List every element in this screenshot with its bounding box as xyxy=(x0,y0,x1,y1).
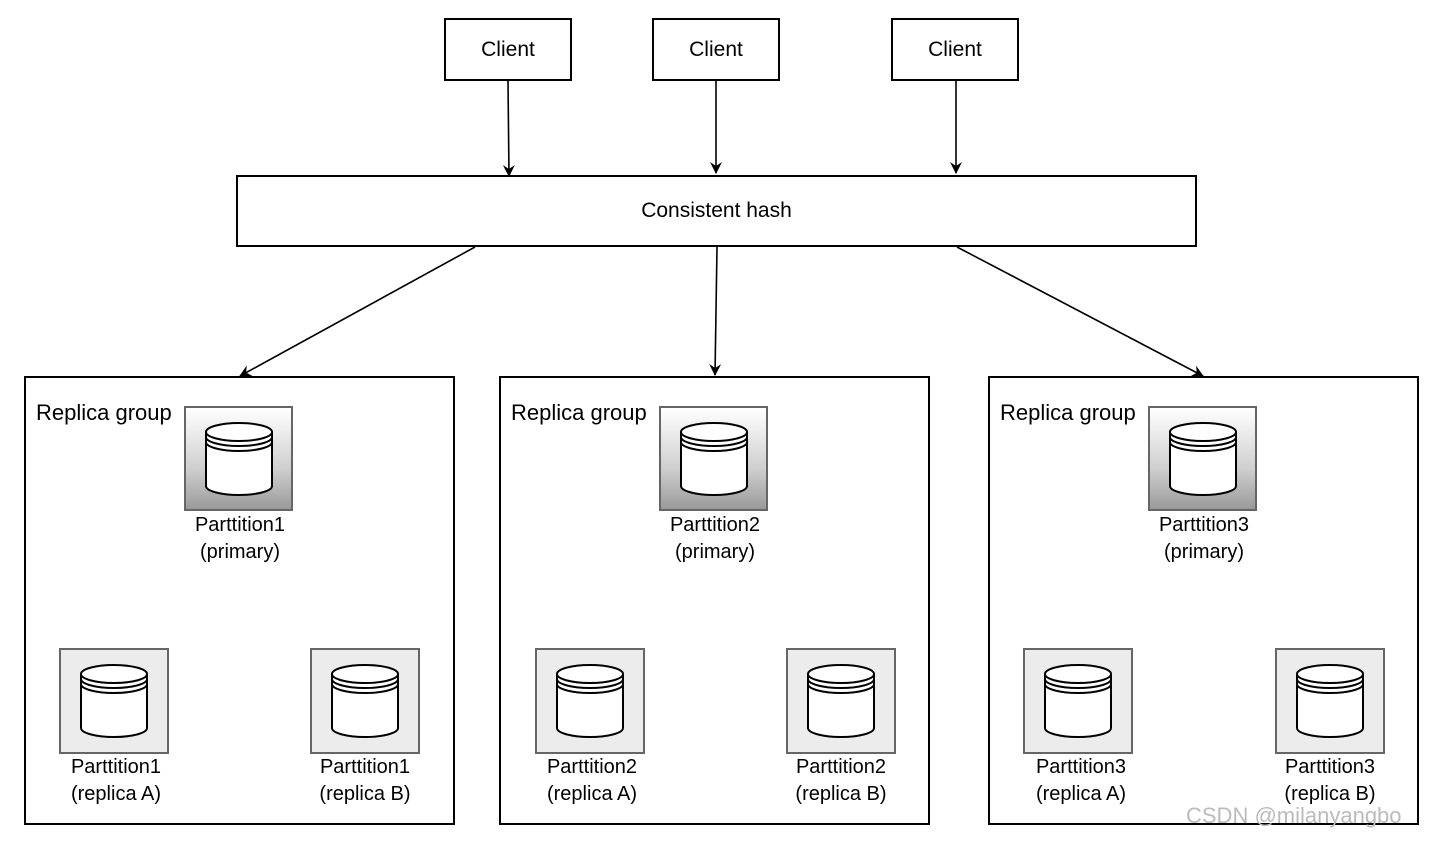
watermark: CSDN @milanyangbo xyxy=(1186,803,1402,828)
database-icon xyxy=(805,662,877,740)
partition-name: Parttition1 xyxy=(70,756,162,778)
replica-b-db-node xyxy=(786,648,896,754)
replica-group-title: Replica group xyxy=(1000,400,1136,425)
replica-b-db-node xyxy=(310,648,420,754)
replica-group-title: Replica group xyxy=(36,400,172,425)
replica-a-db-label: Parttition1 (replica A) xyxy=(26,754,206,808)
partition-role: (replica B) xyxy=(319,783,411,805)
primary-db-label: Parttition1 (primary) xyxy=(150,512,330,566)
replica-group-2: Replica group Parttition2 (primary) Part… xyxy=(499,376,930,825)
partition-role: (replica A) xyxy=(546,783,638,805)
primary-db-node xyxy=(184,406,293,511)
primary-db-label: Parttition2 (primary) xyxy=(625,512,805,566)
client-label: Client xyxy=(481,37,535,61)
replica-b-db-label: Parttition1 (replica B) xyxy=(275,754,455,808)
primary-db-node xyxy=(659,406,768,511)
replica-group-1: Replica group Parttition1 (primary) Part… xyxy=(24,376,455,825)
database-icon xyxy=(1294,662,1366,740)
partition-role: (replica B) xyxy=(795,783,887,805)
partition-name: Parttition3 xyxy=(1035,756,1127,778)
consistent-hash-box: Consistent hash xyxy=(236,175,1197,247)
replica-b-db-node xyxy=(1275,648,1385,754)
partition-role: (replica A) xyxy=(1035,783,1127,805)
partition-name: Parttition1 xyxy=(319,756,411,778)
replica-group-3: Replica group Parttition3 (primary) Part… xyxy=(988,376,1419,825)
partition-role: (replica A) xyxy=(70,783,162,805)
database-icon xyxy=(203,420,275,498)
client-label: Client xyxy=(689,37,743,61)
replica-b-db-label: Parttition3 (replica B) xyxy=(1240,754,1420,808)
replica-b-db-label: Parttition2 (replica B) xyxy=(751,754,931,808)
partition-role: (replica B) xyxy=(1284,783,1376,805)
client-box-3: Client xyxy=(891,18,1019,81)
partition-name: Parttition2 xyxy=(669,514,761,536)
partition-role: (primary) xyxy=(200,541,280,563)
database-icon xyxy=(1167,420,1239,498)
replica-a-db-node xyxy=(59,648,169,754)
database-icon xyxy=(554,662,626,740)
consistent-hash-label: Consistent hash xyxy=(641,199,792,222)
partition-name: Parttition3 xyxy=(1284,756,1376,778)
database-icon xyxy=(678,420,750,498)
partition-role: (primary) xyxy=(675,541,755,563)
partition-role: (primary) xyxy=(1164,541,1244,563)
client-box-2: Client xyxy=(652,18,780,81)
database-icon xyxy=(329,662,401,740)
partition-name: Parttition3 xyxy=(1158,514,1250,536)
partition-name: Parttition1 xyxy=(194,514,286,536)
replica-a-db-node xyxy=(535,648,645,754)
primary-db-node xyxy=(1148,406,1257,511)
arrow-hash-group1 xyxy=(239,246,476,377)
database-icon xyxy=(1042,662,1114,740)
replica-group-title: Replica group xyxy=(511,400,647,425)
partition-name: Parttition2 xyxy=(546,756,638,778)
partition-name: Parttition2 xyxy=(795,756,887,778)
database-icon xyxy=(78,662,150,740)
client-label: Client xyxy=(928,37,982,61)
primary-db-label: Parttition3 (primary) xyxy=(1114,512,1294,566)
replica-a-db-label: Parttition2 (replica A) xyxy=(502,754,682,808)
replica-a-db-label: Parttition3 (replica A) xyxy=(991,754,1171,808)
arrow-client1-hash xyxy=(502,80,515,177)
replica-a-db-node xyxy=(1023,648,1133,754)
arrow-hash-group2 xyxy=(709,246,722,376)
client-box-1: Client xyxy=(444,18,572,81)
arrow-hash-group3 xyxy=(956,246,1204,377)
